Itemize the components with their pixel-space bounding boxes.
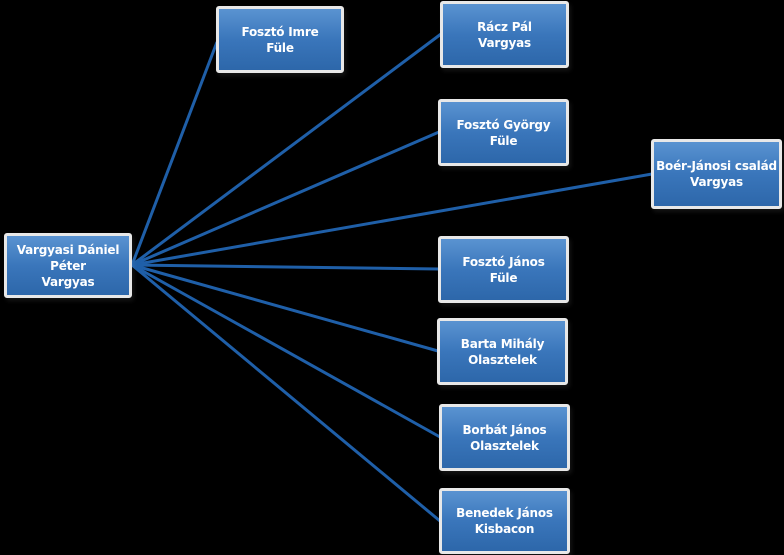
node-barta-mihaly[interactable]: Barta Mihály Olasztelek [437,318,568,385]
node-foszto-imre[interactable]: Fosztó Imre Füle [216,6,344,73]
node-line: Füle [489,133,518,148]
node-foszto-gyorgy[interactable]: Fosztó György Füle [438,99,569,166]
node-line: Füle [489,270,518,285]
node-line: Olasztelek [468,352,537,367]
link-racz-pal [131,32,442,267]
node-benedek-janos[interactable]: Benedek János Kisbacon [439,488,570,554]
node-line: Vargyas [41,274,95,289]
node-line: Vargyasi Dániel [16,242,120,257]
node-racz-pal[interactable]: Rácz Pál Vargyas [440,1,569,68]
node-line: Kisbacon [474,522,535,536]
node-line: Borbát János [462,422,547,437]
link-borbat-janos [131,263,441,439]
link-boer-janosi [131,172,653,267]
link-foszto-imre [130,41,219,266]
node-line: Füle [266,40,294,55]
link-benedek-janos [131,263,441,523]
root-node-vargyasi-daniel-peter[interactable]: Vargyasi Dániel Péter Vargyas [4,233,132,298]
node-line: Fosztó János [462,254,545,269]
node-line: Boér-Jánosi család [656,159,777,173]
node-borbat-janos[interactable]: Borbát János Olasztelek [439,404,570,471]
node-line: Vargyas [690,175,743,189]
node-line: Fosztó György [456,117,551,132]
node-line: Barta Mihály [460,336,545,351]
node-foszto-janos[interactable]: Fosztó János Füle [438,236,569,303]
node-line: Fosztó Imre [241,24,319,39]
node-line: Rácz Pál [477,19,532,34]
node-line: Vargyas [478,35,531,50]
node-boer-janosi-csalad[interactable]: Boér-Jánosi család Vargyas [651,139,782,209]
node-line: Olasztelek [470,438,539,453]
node-line: Benedek János [456,506,553,520]
node-line: Péter [50,258,86,273]
link-foszto-janos [131,263,440,271]
link-foszto-gyorgy [131,130,440,267]
link-barta-mihaly [131,263,439,353]
